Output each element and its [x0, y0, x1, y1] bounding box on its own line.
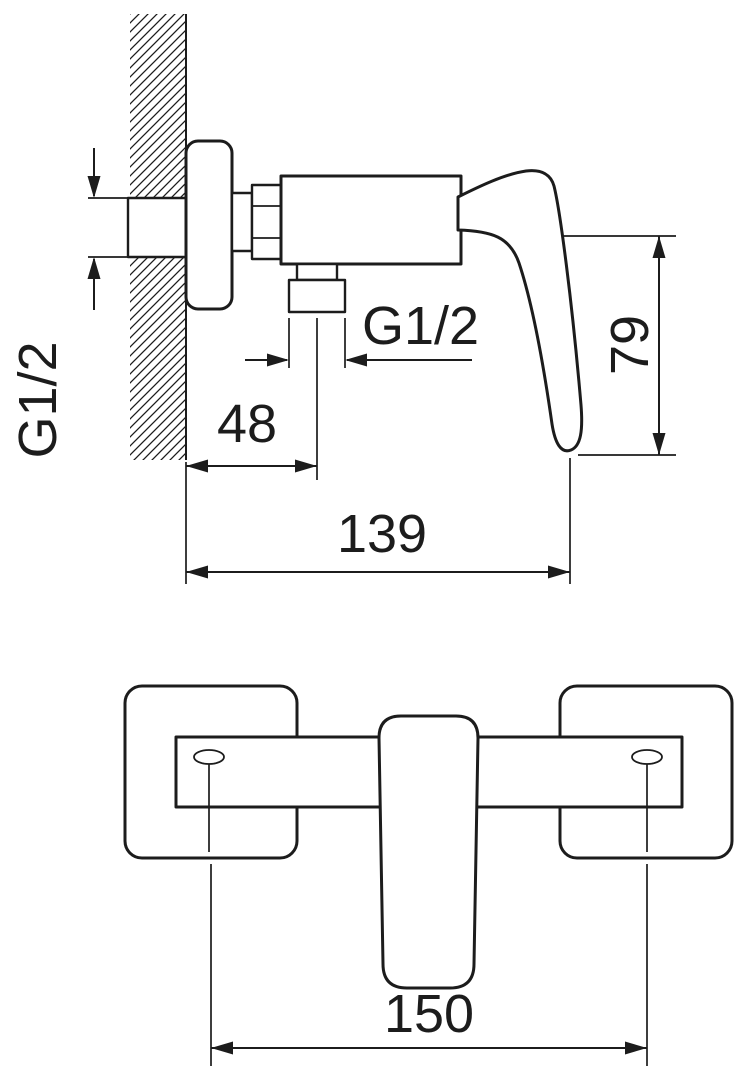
- dimension-connection-spacing: 150: [210, 864, 648, 1066]
- wall-escutcheon: [184, 139, 234, 311]
- dimension-handle-height: 79: [562, 235, 676, 456]
- dimension-wall-thread: G1/2: [8, 148, 128, 459]
- dimension-outlet-offset: 48: [185, 318, 318, 584]
- connection-spacing-value: 150: [384, 984, 474, 1044]
- arrowhead: [295, 459, 317, 473]
- arrowhead: [186, 565, 208, 579]
- arrowhead: [625, 1041, 647, 1055]
- handle-height-value: 79: [600, 315, 660, 375]
- arrowhead: [211, 1041, 233, 1055]
- arrowhead: [186, 459, 208, 473]
- connector-nut: [250, 183, 283, 261]
- dimension-outlet-thread: G1/2: [245, 296, 479, 368]
- dimension-total-depth: 139: [186, 458, 571, 584]
- mixer-body-front: [377, 714, 480, 990]
- arrowhead: [267, 353, 289, 367]
- arrowhead: [652, 433, 666, 455]
- arrowhead: [87, 257, 101, 279]
- arrowhead: [548, 565, 570, 579]
- mixer-body: [279, 174, 463, 266]
- front-view: 150: [123, 684, 734, 1066]
- wall-thread-label: G1/2: [8, 341, 68, 458]
- outlet-thread-label: G1/2: [362, 296, 479, 356]
- outlet-neck: [295, 262, 339, 282]
- side-view: G1/2 G1/2 48 139: [8, 14, 676, 584]
- wall-connection-pipe: [126, 196, 188, 259]
- arrowhead: [652, 236, 666, 258]
- outlet-nut: [287, 278, 347, 314]
- total-depth-value: 139: [337, 504, 427, 564]
- outlet-offset-value: 48: [217, 394, 277, 454]
- arrowhead: [87, 176, 101, 198]
- connector-collar: [230, 191, 254, 253]
- lever-handle: [456, 169, 584, 453]
- arrowhead: [345, 353, 367, 367]
